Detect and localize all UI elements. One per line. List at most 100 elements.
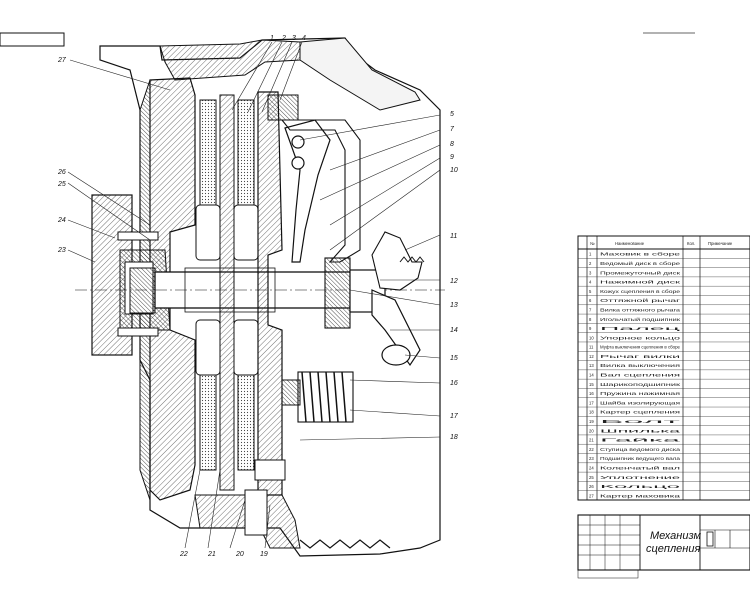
title-block: Механизм сцепления: [577, 514, 750, 579]
parts-row-number: 21: [589, 438, 594, 443]
parts-row-name: Болт: [600, 419, 681, 424]
rubber-boot: [371, 231, 423, 291]
parts-row-number: 12: [589, 354, 594, 359]
parts-row-name: Вилка выключения: [600, 363, 680, 368]
lever-pin-upper-2: [291, 156, 305, 170]
parts-row-name: Нажимной диск: [600, 280, 680, 285]
lower-bolt-cover: [281, 379, 301, 406]
callout-8: 8: [450, 141, 454, 148]
parts-row-number: 4: [589, 280, 592, 285]
callout-12: 12: [450, 278, 458, 285]
parts-row-name: Рычаг вилки: [600, 354, 682, 359]
callout-19: 19: [260, 551, 268, 558]
callout-26: 26: [57, 169, 66, 176]
intermediate-plate: [219, 94, 235, 491]
callout-13: 13: [450, 302, 458, 309]
parts-row-name: Игольчатый подшипник: [600, 317, 680, 322]
callout-22: 22: [179, 551, 188, 558]
parts-row-name: Кожух сцепления в сборе: [600, 289, 681, 294]
callout-5: 5: [450, 111, 454, 118]
parts-row-number: 7: [589, 307, 592, 312]
parts-row-name: Гайка: [600, 438, 685, 443]
parts-row-number: 20: [589, 428, 594, 433]
callout-21: 21: [207, 551, 216, 558]
housing-top-section: [159, 39, 301, 81]
parts-row-number: 2: [589, 261, 592, 266]
parts-row-name: Пружина нажимная: [600, 391, 680, 396]
parts-row-number: 27: [589, 493, 594, 498]
parts-row-number: 5: [589, 289, 592, 294]
callout-4: 4: [302, 35, 306, 42]
callout-18: 18: [450, 434, 458, 441]
parts-row-number: 8: [589, 317, 592, 322]
parts-row-name: Ведомый диск в сборе: [600, 261, 681, 266]
parts-row-name: Подшипник ведущего вала: [600, 456, 681, 461]
parts-header-qty: Кол.: [687, 241, 695, 246]
callout-9: 9: [450, 154, 454, 161]
callout-14: 14: [450, 327, 458, 334]
parts-row-name: Палец: [600, 326, 684, 331]
parts-header-name: Наименование: [615, 241, 645, 246]
driven-disc-1: [195, 99, 221, 471]
parts-row-number: 16: [589, 391, 594, 396]
parts-row-name: Уплотнение: [600, 475, 682, 480]
parts-header-note: Примечание: [708, 241, 733, 246]
callout-16: 16: [450, 380, 458, 387]
callout-15: 15: [450, 355, 458, 362]
parts-row-number: 3: [589, 270, 592, 275]
parts-row-name: Коленчатый вал: [600, 466, 681, 471]
release-bearing: [324, 257, 351, 329]
callout-10: 10: [450, 167, 458, 174]
release-fork: [371, 289, 421, 367]
flywheel-ring-gear: [299, 539, 391, 549]
parts-row-name: Вал сцепления: [600, 373, 680, 378]
callout-3: 3: [292, 35, 296, 42]
title-line-1: Механизм: [650, 530, 701, 542]
center-bearing: [129, 267, 156, 314]
boot-bellows: [399, 256, 425, 263]
leader-lines: [67, 41, 441, 549]
parts-row-number: 17: [589, 400, 594, 405]
lower-nut: [254, 459, 286, 481]
parts-row-number: 10: [589, 335, 594, 340]
parts-row-number: 24: [589, 466, 594, 471]
parts-row-name: Оттяжной рычаг: [600, 298, 681, 303]
parts-row-number: 26: [589, 484, 594, 489]
housing-top-right: [299, 37, 421, 111]
left-bolt-lower: [117, 327, 159, 337]
parts-list-table: № Наименование Кол. Примечание 1 Маховик …: [577, 235, 750, 501]
lever-pin-upper: [291, 135, 305, 149]
parts-row-number: 14: [589, 373, 594, 378]
fork-boss: [381, 344, 411, 366]
parts-header-pos: №: [590, 241, 595, 246]
parts-row-number: 22: [589, 447, 594, 452]
parts-row-number: 18: [589, 410, 594, 415]
parts-row-number: 1: [589, 252, 592, 257]
parts-row-number: 19: [589, 419, 594, 424]
cover-bolt-upper: [267, 94, 299, 121]
callout-24: 24: [57, 217, 66, 224]
sheet-corner-box: [0, 32, 65, 47]
parts-row-name: Муфта выключения сцепления в сборе: [600, 345, 681, 350]
parts-row-number: 15: [589, 382, 594, 387]
pressure-springs: [297, 371, 354, 423]
parts-row-number: 9: [589, 326, 592, 331]
driven-disc-2: [233, 99, 259, 471]
left-bolt-upper: [117, 231, 159, 241]
parts-row-name: Шарикоподшипник: [600, 382, 680, 387]
callout-1: 1: [270, 35, 274, 42]
callout-11: 11: [450, 233, 457, 240]
callout-27: 27: [57, 57, 67, 64]
parts-row-name: Картер сцепления: [600, 410, 680, 415]
parts-row-name: Кольцо: [600, 484, 684, 489]
parts-row-name: Маховик в сборе: [600, 252, 682, 257]
parts-row-name: Шпилька: [600, 428, 683, 433]
parts-row-name: Промежуточный диск: [600, 270, 680, 275]
parts-row-name: Вилка оттяжного рычага: [600, 307, 681, 312]
parts-row-name: Упорное кольцо: [600, 335, 682, 340]
lower-stud: [244, 489, 268, 536]
parts-row-name: Картер маховика: [600, 493, 682, 498]
callout-23: 23: [57, 247, 66, 254]
